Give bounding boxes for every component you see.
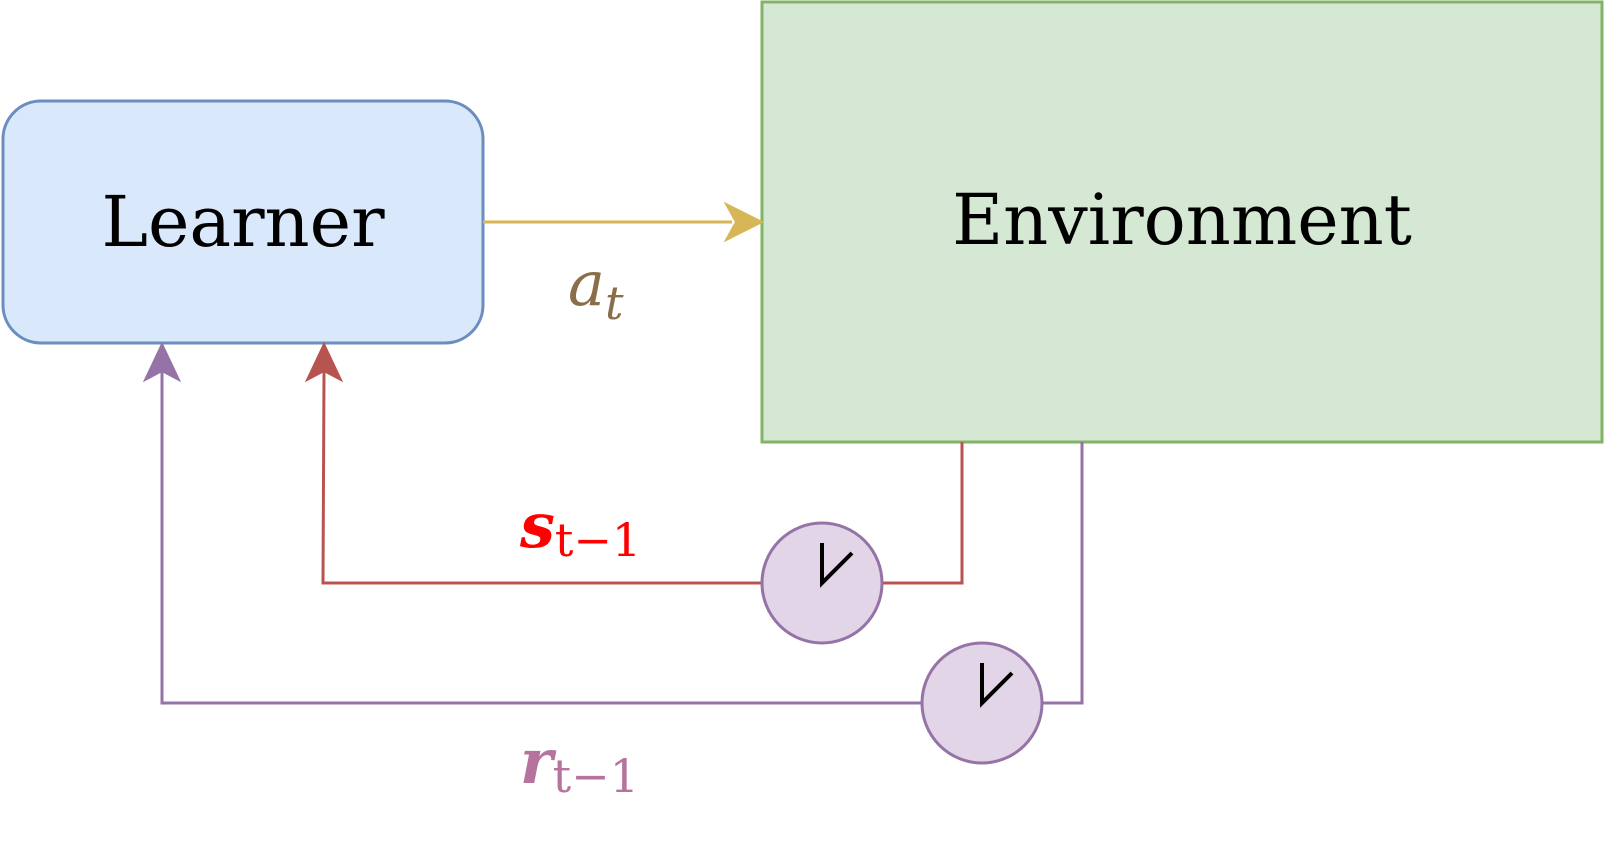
reward-symbol: r (520, 725, 557, 798)
environment-label: Environment (952, 179, 1412, 261)
state-line-clock-to-learner (321, 371, 762, 585)
action-label: at (568, 247, 624, 330)
reward-delay-clock (920, 641, 1044, 765)
reward-edge (142, 341, 1084, 705)
state-delay-clock (760, 521, 884, 645)
clock-hands (820, 543, 854, 588)
learner-node[interactable]: Learner (1, 99, 485, 345)
state-line-env-to-clock (883, 442, 964, 585)
clock-hands (980, 663, 1014, 708)
state-symbol: s (519, 489, 555, 562)
environment-node[interactable]: Environment (760, 0, 1604, 444)
environment-box (760, 0, 1604, 444)
learner-label: Learner (101, 181, 385, 263)
state-label: st−1 (519, 489, 641, 567)
reward-line-env-to-clock (1043, 442, 1084, 705)
reward-label: rt−1 (520, 725, 639, 803)
action-edge (483, 201, 765, 243)
state-subscript: t−1 (555, 513, 641, 567)
action-subscript: t (605, 276, 624, 330)
reward-line-clock-to-learner (160, 372, 922, 705)
reward-subscript: t−1 (553, 749, 639, 803)
state-edge (304, 341, 964, 585)
reward-arrowhead (142, 341, 182, 383)
state-arrowhead (304, 341, 344, 383)
action-arrowhead (723, 201, 765, 243)
action-symbol: a (568, 247, 605, 320)
